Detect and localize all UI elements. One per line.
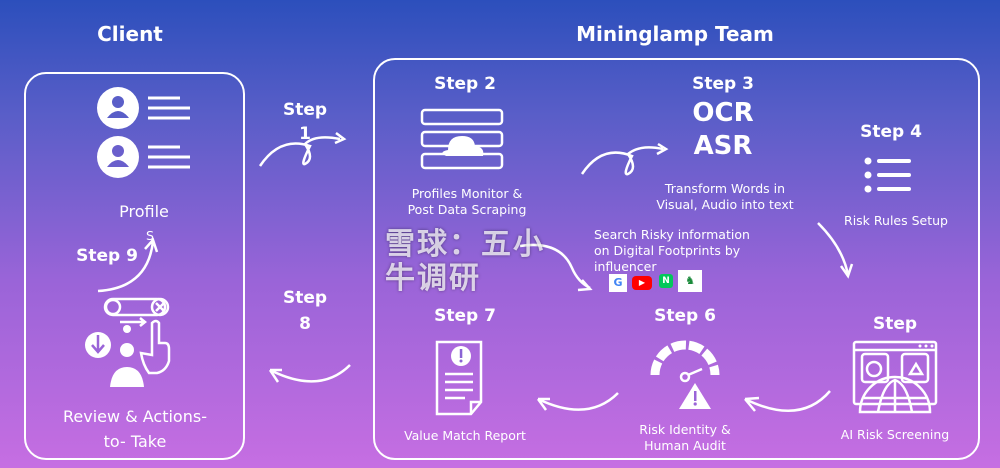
step3-title: Step 3 (692, 74, 754, 94)
client-title: Client (97, 22, 163, 46)
report-document-icon (435, 340, 483, 416)
ocr-label: OCR (692, 98, 754, 128)
search-arrow-icon (519, 243, 593, 292)
step4-title: Step 4 (860, 122, 922, 142)
step1-label: Step 1 (282, 100, 328, 144)
ai-screening-globe-icon (852, 340, 938, 414)
step7-title: Step 7 (434, 306, 496, 326)
asr-label: ASR (693, 131, 753, 161)
client-panel (24, 72, 245, 460)
review-actions-icon (85, 297, 171, 387)
step3-arrow-icon (580, 142, 669, 176)
google-logo: G (609, 274, 627, 292)
step4-arrow-icon (817, 222, 854, 279)
team-panel (373, 58, 980, 460)
step1-arrow-icon (258, 132, 347, 167)
step6-desc: Risk Identity & Human Audit (639, 422, 731, 453)
step5-title: Step (872, 314, 918, 334)
profile-label: Profile (119, 202, 169, 221)
step9-label: Step 9 (76, 246, 138, 266)
step9-mark: S (146, 228, 154, 243)
team-title: Mininglamp Team (576, 22, 774, 46)
step6-title: Step 6 (654, 306, 716, 326)
risk-gauge-icon (650, 340, 720, 409)
step8-label: Step 8 (282, 288, 328, 334)
youtube-logo: ▶ (632, 276, 652, 290)
watermark: 雪球：五小牛调研 (385, 227, 545, 296)
search-desc: Search Risky information on Digital Foot… (594, 227, 750, 274)
dcard-logo: ♞ (678, 270, 702, 292)
server-cloud-icon (420, 108, 504, 170)
step8-arrow-icon (268, 364, 351, 383)
step9-arrow-icon (97, 237, 159, 293)
step5-desc: AI Risk Screening (840, 427, 950, 442)
step4-desc: Risk Rules Setup (844, 213, 948, 228)
profile-card-icon (97, 87, 190, 178)
list-icon (864, 157, 911, 193)
step3-desc: Transform Words in Visual, Audio into te… (656, 181, 794, 212)
review-label: Review & Actions- to- Take (63, 407, 207, 451)
step2-desc: Profiles Monitor & Post Data Scraping (407, 186, 527, 217)
naver-logo: N (659, 274, 673, 288)
step5-arrow-icon (744, 390, 831, 412)
step6-arrow-icon (536, 392, 619, 411)
step7-desc: Value Match Report (404, 428, 526, 443)
step2-title: Step 2 (434, 74, 496, 94)
